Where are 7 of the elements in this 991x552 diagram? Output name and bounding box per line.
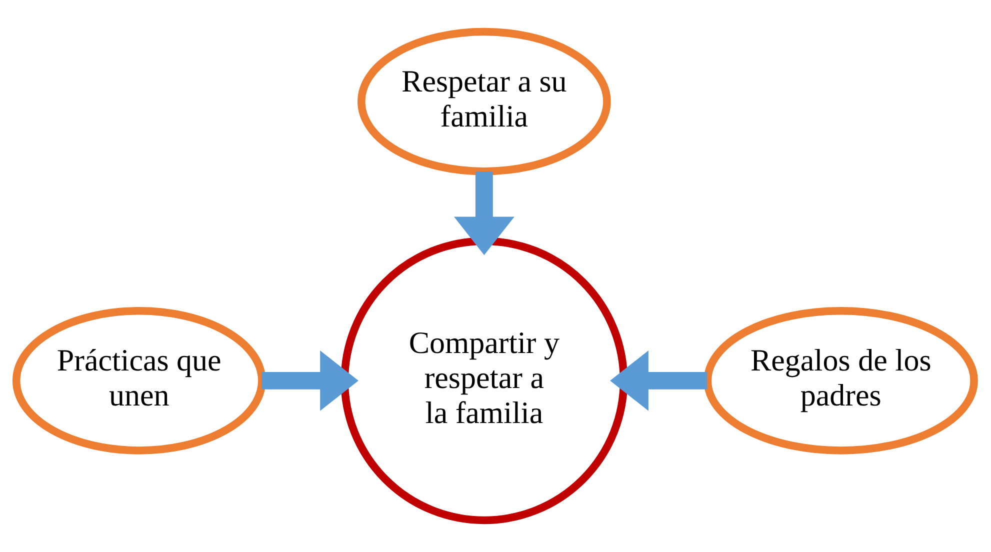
node-ellipse: Regalos de los padres — [704, 307, 978, 454]
arrow — [610, 350, 708, 411]
arrow — [262, 350, 358, 411]
node-circle: Compartir y respetar a la familia — [340, 237, 628, 524]
node-ellipse: Prácticas que unen — [12, 307, 266, 454]
node-ellipse: Respetar a su familia — [358, 28, 611, 176]
arrow — [454, 172, 514, 256]
